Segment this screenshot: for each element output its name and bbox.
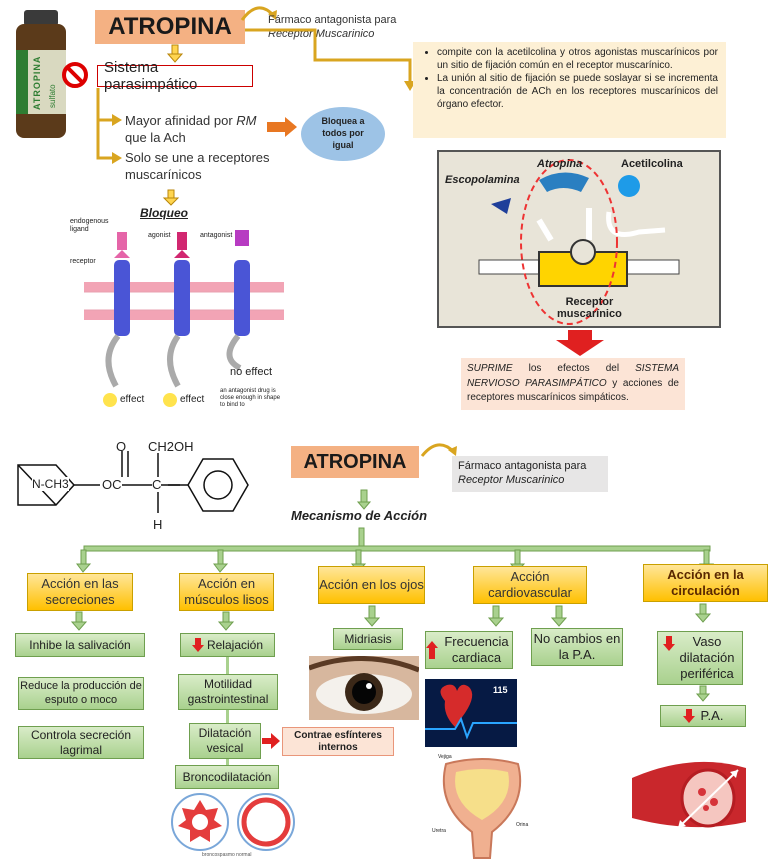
vertical-connector	[226, 657, 229, 773]
red-down-arrow-icon	[556, 330, 604, 356]
top-title: ATROPINA	[95, 10, 245, 44]
bottle-sublabel: sulfato	[48, 84, 57, 108]
item-motilidad: Motilidad gastrointestinal	[178, 674, 278, 710]
label-atropina: Atropina	[537, 158, 583, 170]
atom-c: C	[152, 477, 162, 492]
header-musculos: Acción en músculos lisos	[179, 573, 274, 611]
item-inhibe-salivacion: Inhibe la salivación	[15, 633, 145, 657]
red-down-arrow-icon-relajacion	[191, 638, 204, 652]
column-arrows	[70, 603, 712, 631]
curved-arrow-icon	[240, 6, 277, 21]
green-down-arrow-circulacion	[695, 685, 711, 702]
atom-oc: OC	[102, 477, 122, 492]
bottom-subtitle-line1: Fármaco antagonista para	[458, 460, 587, 472]
label-escopolamina: Escopolamina	[445, 174, 520, 186]
bladder-label-vejiga: Vejiga	[438, 754, 452, 760]
curved-arrow-icon-2	[420, 443, 457, 457]
label-acetilcolina: Acetilcolina	[621, 158, 683, 170]
item-broncodilatacion: Broncodilatación	[175, 765, 279, 789]
label-effect-2: effect	[180, 394, 205, 405]
connector-arrow	[245, 28, 416, 91]
down-arrow-icon	[166, 44, 184, 63]
mechanism-bullets-box: compite con la acetilcolina y otros agon…	[413, 42, 726, 138]
label-antagonist: antagonist	[200, 232, 233, 239]
only-receptors-text: Solo se une a receptores muscarínicos	[125, 150, 270, 182]
suppress-part2: los efectos del	[512, 363, 636, 374]
suppress-part4: y acciones de receptores muscarínicos si…	[467, 377, 679, 404]
item-relajacion-label: Relajación	[206, 637, 264, 652]
item-no-cambios-pa: No cambios en la P.A.	[531, 628, 623, 666]
header-cardio: Acción cardiovascular	[473, 566, 587, 604]
label-endogenous: endogenous ligand	[70, 218, 109, 234]
bullet-compite: compite con la acetilcolina y otros agon…	[437, 46, 718, 72]
green-down-arrow-icon	[356, 489, 372, 510]
item-dilatacion-vesical: Dilatación vesical	[189, 723, 261, 759]
orange-right-arrow-icon	[267, 117, 297, 137]
bottom-subtitle: Fármaco antagonista para Receptor Muscar…	[452, 456, 608, 492]
header-ojos: Acción en los ojos	[318, 566, 425, 604]
suppress-part3: SISTEMA NERVIOSO PARASIMPÁTICO	[467, 363, 679, 389]
item-relajacion: Relajación	[180, 633, 275, 657]
item-secrecion-lagrimal: Controla secreción lagrimal	[18, 726, 144, 759]
header-secreciones: Acción en las secreciones	[27, 573, 133, 611]
label-no-effect: no effect	[230, 366, 272, 378]
bullet-union: La unión al sitio de fijación se puede s…	[437, 72, 718, 111]
atropine-structure: O CH2OH N-CH3 OC C H	[10, 435, 250, 535]
red-down-arrow-icon-vaso	[663, 636, 675, 651]
atom-nch3: N-CH3	[32, 477, 69, 491]
item-frecuencia-cardiaca: Frecuencia cardiaca	[425, 631, 513, 669]
bronchi-caption: broncospasmo normal	[202, 852, 252, 858]
label-receptor-line2: muscarínico	[557, 308, 622, 321]
atom-o: O	[116, 439, 127, 454]
blockade-label: Bloqueo	[140, 206, 188, 220]
mechanism-title: Mecanismo de Acción	[291, 508, 428, 523]
prohibited-icon	[62, 62, 88, 88]
atom-ch2oh: CH2OH	[148, 439, 194, 454]
atom-h: H	[153, 517, 163, 532]
bronchi-image: broncospasmo normal	[162, 790, 302, 862]
branch-arrows	[96, 88, 122, 164]
bottom-subtitle-line2: Receptor Muscarinico	[458, 474, 565, 487]
atropine-bottle-image: ATROPINA sulfato	[10, 10, 72, 140]
affinity-line1: Mayor afinidad por	[125, 113, 237, 128]
affinity-text: Mayor afinidad por RM que la Ach	[125, 113, 257, 147]
bladder-image: Vejiga Uretra Orina	[432, 754, 532, 860]
receptor-membrane-diagram: endogenous ligand agonist antagonist rec…	[70, 218, 285, 416]
top-subtitle-line1: Fármaco antagonista para	[268, 14, 397, 26]
heart-monitor-image: 115	[425, 679, 517, 747]
monitor-value: 115	[493, 685, 508, 695]
label-effect-1: effect	[120, 394, 145, 405]
bottom-title: ATROPINA	[291, 446, 419, 478]
blood-vessel-image	[632, 758, 746, 834]
item-vasodilatacion: Vaso dilatación periférica	[657, 631, 743, 685]
label-caption: an antagonist drug is close enough in sh…	[220, 388, 281, 409]
suppress-part1: SUPRIME	[467, 363, 513, 374]
item-pa: P.A.	[660, 705, 746, 727]
item-vasodilatacion-label: Vaso dilatación periférica	[679, 633, 735, 682]
item-reduce-esputo: Reduce la producción de esputo o moco	[18, 677, 144, 710]
label-receptor-line1: Receptor	[565, 296, 614, 308]
eye-image	[309, 656, 419, 720]
label-agonist: agonist	[148, 232, 171, 239]
red-down-arrow-icon-pa	[682, 709, 695, 723]
item-midriasis: Midriasis	[333, 628, 403, 650]
bladder-label-orina: Orina	[516, 822, 529, 828]
red-right-arrow-icon	[262, 733, 280, 749]
item-contrae-esfinteres: Contrae esfínteres internos	[282, 727, 394, 756]
blocks-bubble: Bloquea a todos por igual	[301, 107, 385, 161]
affinity-rm: RM	[236, 113, 257, 128]
competition-diagram: Escopolamina Atropina Acetilcolina Recep…	[437, 150, 721, 328]
parasympathetic-box: Sistema parasimpático	[97, 59, 253, 93]
red-up-arrow-icon	[426, 641, 438, 659]
header-circulacion: Acción en la circulación	[643, 564, 768, 602]
bottle-label: ATROPINA	[32, 55, 42, 110]
label-receptor: receptor	[70, 258, 96, 265]
bladder-label-uretra: Uretra	[432, 828, 446, 834]
down-arrow-icon-2	[162, 189, 180, 206]
item-pa-label: P.A.	[700, 707, 724, 723]
suppress-box: SUPRIME los efectos del SISTEMA NERVIOSO…	[461, 358, 685, 410]
item-frecuencia-label: Frecuencia cardiaca	[444, 633, 509, 665]
affinity-line2: que la Ach	[125, 129, 186, 145]
label-receptor-muscarinico: Receptor muscarínico	[557, 296, 622, 320]
